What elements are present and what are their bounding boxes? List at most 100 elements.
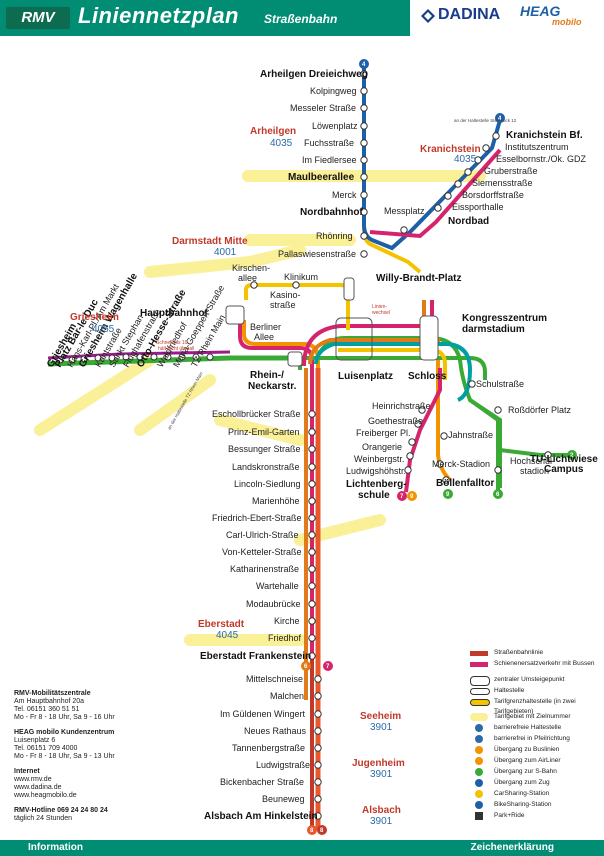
legend-item: CarSharing-Station	[470, 789, 604, 800]
station-lincoln: Lincoln-Siedlung	[234, 479, 301, 489]
legend-label: Schienenersatzverkehr mit Bussen	[494, 660, 595, 667]
station-eissporthalle: Eissporthalle	[452, 202, 504, 212]
footer: Information Zeichenerklärung	[0, 840, 604, 856]
svg-text:8: 8	[320, 828, 324, 834]
badge-line-7-se	[397, 491, 407, 501]
footer-legend-title: Zeichenerklärung	[470, 842, 554, 853]
info-panel: RMV-Mobilitätszentrale Am Hauptbahnhof 2…	[14, 690, 184, 830]
svg-text:4: 4	[362, 62, 366, 68]
mobilo-logo: mobilo	[552, 17, 582, 27]
badge-line-4	[359, 59, 369, 69]
info-heag: HEAG mobilo Kundenzentrum Luisenplatz 6 …	[14, 729, 184, 761]
station-ludwigshoeh: Ludwigshöhstr.	[346, 466, 406, 476]
station-ketteler: Von-Ketteler-Straße	[222, 547, 302, 557]
legend-item: Schienenersatzverkehr mit Bussen	[470, 659, 604, 675]
station-kongress-2: darmstadium	[462, 324, 525, 335]
svg-text:6: 6	[304, 664, 308, 670]
badge-line-9-se	[407, 491, 417, 501]
district-seeheim: Seeheim	[360, 711, 401, 722]
schloss-hub[interactable]	[419, 315, 439, 361]
station-merck: Merck	[332, 190, 357, 200]
rhein-neckar-hub[interactable]	[287, 351, 303, 367]
legend-item: Übergang zum Zug	[470, 778, 604, 789]
station-berliner-2: Allee	[254, 332, 274, 342]
station-freiberger: Freiberger Pl.	[356, 428, 411, 438]
station-carl-ulrich: Carl-Ulrich-Straße	[226, 530, 299, 540]
station-institutszentrum: Institutszentrum	[505, 142, 569, 152]
legend-item: Haltestelle	[470, 686, 604, 697]
legend-stop-swatch	[470, 688, 490, 695]
info-heag-addr: Luisenplatz 6	[14, 737, 56, 744]
line-badges: 4 4 2 6 7 8 8 7 9 9 6	[301, 59, 577, 835]
station-friedhof: Friedhof	[268, 633, 302, 643]
info-web-rmv[interactable]: www.rmv.de	[14, 776, 52, 783]
station-alsbach-hink: Alsbach Am Hinkelstein	[204, 811, 318, 822]
svg-text:6: 6	[496, 492, 500, 498]
badge-line-2-tu	[567, 450, 577, 460]
info-web-heag[interactable]: www.heagmobilo.de	[14, 792, 77, 799]
note-schnellbus: Schnellbus 10	[156, 340, 188, 346]
heag-logo: HEAG	[520, 3, 561, 19]
sbahn-icon	[475, 768, 483, 776]
legend-label: Tarifgebiet mit Zielnummer	[494, 713, 571, 720]
station-messplatz: Messplatz	[384, 206, 425, 216]
line-4-path	[362, 68, 502, 251]
info-hotline-hours: täglich 24 Stunden	[14, 815, 72, 822]
station-willy-brandt: Willy-Brandt-Platz	[376, 273, 461, 284]
info-heag-hours: Mo - Fr 8 - 18 Uhr, Sa 9 - 13 Uhr	[14, 753, 115, 760]
carsharing-icon	[475, 790, 483, 798]
station-friedrich-ebert: Friedrich-Ebert-Straße	[212, 513, 302, 523]
legend-item: Straßenbahnlinie	[470, 648, 604, 659]
legend-item: zentraler Umsteigepunkt	[470, 675, 604, 686]
district-griesheim-code: 4055	[92, 324, 115, 335]
legend-label: zentraler Umsteigepunkt	[494, 676, 565, 683]
station-hochschulstadion-2: stadion	[520, 466, 549, 476]
dadina-logo: DADINA	[438, 6, 501, 23]
station-arheilgen-dreieichweg: Arheilgen Dreieichweg	[260, 69, 368, 80]
legend-label: barrierefreie Haltestelle	[494, 724, 562, 731]
legend-item: barrierefreie Haltestelle	[470, 723, 604, 734]
district-arheilgen: Arheilgen	[250, 126, 296, 137]
note-kranichstein: an der Haltestelle Steinbuck 12	[454, 118, 517, 123]
station-nordbad: Nordbad	[448, 216, 489, 227]
badge-line-8-b	[317, 825, 327, 835]
station-gueldenen: Im Güldenen Wingert	[220, 709, 306, 719]
info-mobi-tel: Tel. 06151 360 51 51	[14, 706, 80, 713]
station-eberstadt-frank: Eberstadt Frankenstein	[200, 651, 311, 662]
station-bessunger: Bessunger Straße	[228, 444, 301, 454]
line-7-north-path	[369, 148, 502, 239]
station-jahn: Jahnstraße	[448, 430, 493, 440]
station-lichtenberg-2: schule	[358, 490, 390, 501]
badge-line-7	[323, 661, 333, 671]
station-ludwigstrasse: Ludwigstraße	[256, 760, 310, 770]
legend-label: Übergang zur S-Bahn	[494, 768, 557, 775]
station-landskron: Landskronstraße	[232, 462, 300, 472]
station-rossdoerfer: Roßdörfer Platz	[508, 405, 572, 415]
info-mobilitaet: RMV-Mobilitätszentrale Am Hauptbahnhof 2…	[14, 690, 184, 722]
page-subtitle: Straßenbahn	[264, 12, 338, 26]
station-orangerie: Orangerie	[362, 442, 402, 452]
station-klinikum: Klinikum	[284, 272, 318, 282]
legend-hub-swatch	[470, 676, 490, 686]
legend-label: Übergang zu Buslinien	[494, 746, 560, 753]
info-heag-title: HEAG mobilo Kundenzentrum	[14, 729, 115, 736]
svg-text:4: 4	[498, 116, 502, 122]
station-bickenbacher: Bickenbacher Straße	[220, 777, 304, 787]
station-pallaswiesen: Pallaswiesenstraße	[278, 249, 356, 259]
station-luisenplatz: Luisenplatz	[338, 371, 393, 382]
willy-brandt-hub[interactable]	[343, 277, 355, 301]
station-malchen: Malchen	[270, 691, 304, 701]
station-heinrich: Heinrichstraße	[372, 401, 431, 411]
station-modau: Modaubrücke	[246, 599, 301, 609]
note-luisen-wechsel-2: wechsel	[372, 310, 390, 316]
station-nordbahnhof: Nordbahnhof	[300, 207, 363, 218]
hauptbahnhof-hub[interactable]	[225, 305, 245, 325]
legend-item: Übergang zu Buslinien	[470, 745, 604, 756]
station-kasino: Kasino-	[270, 290, 301, 300]
info-mobi-hours: Mo - Fr 8 - 18 Uhr, Sa 9 - 16 Uhr	[14, 714, 115, 721]
station-kirschenallee: Kirschen-	[232, 263, 270, 273]
station-tu-campus: Campus	[544, 464, 584, 475]
info-web-dadina[interactable]: www.dadina.de	[14, 784, 62, 791]
luisenplatz-hub[interactable]	[335, 317, 373, 361]
